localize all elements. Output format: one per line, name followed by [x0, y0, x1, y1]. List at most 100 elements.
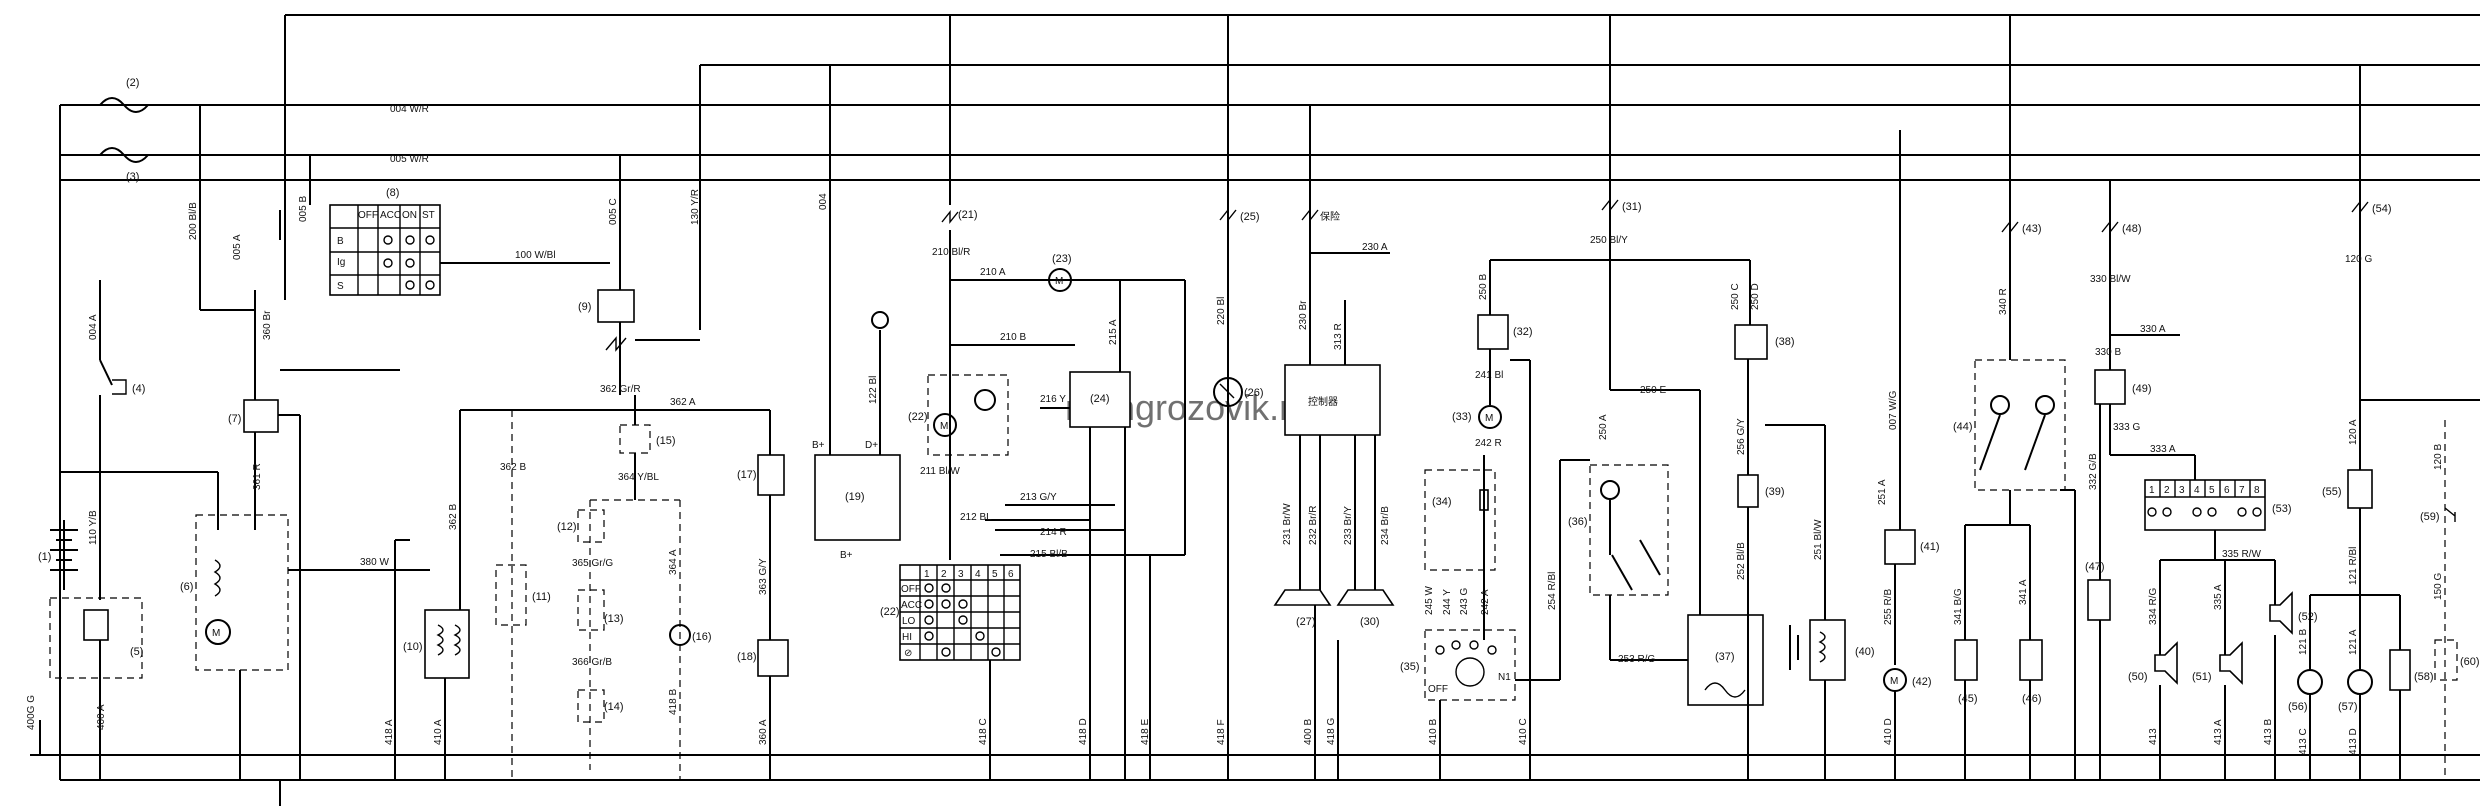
label-c13: (13) [604, 613, 624, 625]
wire-130: 130 Y/R [690, 189, 701, 225]
wsw-h6: 6 [1008, 569, 1014, 580]
wire-242a: 242 A [1480, 589, 1491, 615]
wire-231: 231 Br/W [1282, 503, 1293, 545]
label-c38: (38) [1775, 336, 1795, 348]
relay-9-section: 005 C (9) 130 Y/R 362 Gr/R 362 A 362 B 3… [384, 155, 789, 780]
wire-216: 216 Y [1040, 394, 1066, 405]
wire-413b: 413 B [2263, 719, 2274, 745]
ign-header-off: OFF [358, 210, 378, 221]
wire-334: 334 R/G [2148, 588, 2159, 625]
wire-005b: 005 B [298, 196, 309, 222]
wire-364a: 364 A [668, 549, 679, 575]
label-c18: (18) [737, 651, 757, 663]
wire-413a: 413 A [2213, 719, 2224, 745]
ign-header-st: ST [422, 210, 435, 221]
label-c41: (41) [1920, 541, 1940, 553]
label-c45: (45) [1958, 693, 1978, 705]
wire-362gr: 362 Gr/R [600, 384, 641, 395]
ign-row-b: B [337, 236, 344, 247]
label-c9: (9) [578, 301, 591, 313]
wire-410b: 410 B [1428, 719, 1439, 745]
wire-410d: 410 D [1883, 718, 1894, 745]
relay-38-section: 250 C 250 D (38) 256 G/Y (39) 252 Bl/B 2… [1730, 130, 1940, 780]
fuse-2 [99, 97, 149, 113]
wire-330a: 330 A [2140, 324, 2166, 335]
wire-335: 335 R/W [2222, 549, 2261, 560]
wsw-lo: LO [902, 616, 916, 627]
wire-230a: 230 A [1362, 242, 1388, 253]
wire-418g: 418 G [1326, 718, 1337, 745]
label-c48: (48) [2122, 223, 2142, 235]
wire-234: 234 Br/B [1380, 506, 1391, 545]
label-c47: (47) [2085, 561, 2105, 573]
svg-text:M: M [1890, 676, 1898, 687]
wire-418a: 418 A [384, 719, 395, 745]
label-c17: (17) [737, 469, 757, 481]
rb-t6: 6 [2224, 485, 2230, 496]
wire-252: 252 Bl/B [1736, 542, 1747, 580]
wire-250b: 250 B [1478, 274, 1489, 300]
label-c60: (60) [2460, 656, 2480, 668]
label-c58: (58) [2414, 671, 2434, 683]
label-c36: (36) [1568, 516, 1588, 528]
wire-242r: 242 R [1475, 438, 1502, 449]
wire-233: 233 Br/Y [1343, 506, 1354, 545]
label-c5: (5) [130, 646, 143, 658]
wire-256: 256 G/Y [1736, 418, 1747, 455]
wire-250d: 250 D [1750, 283, 1761, 310]
left-section: (1) (4) 004 A 110 Y/B (5) 400G G 400 A 2… [26, 105, 430, 780]
wire-100: 100 W/Bl [515, 250, 556, 261]
rb-t4: 4 [2194, 485, 2200, 496]
alt-bminus: B+ [840, 550, 853, 561]
wire-213: 213 G/Y [1020, 492, 1057, 503]
label-c32: (32) [1513, 326, 1533, 338]
label-c14: (14) [604, 701, 624, 713]
rb-t5: 5 [2209, 485, 2215, 496]
wire-121r: 121 R/Bl [2348, 547, 2359, 585]
horn-section: (48) 330 Bl/W 330 A 330 B (49) 333 G 333… [2085, 180, 2318, 780]
wsw-h4: 4 [975, 569, 981, 580]
wire-210: 210 Bl/R [932, 247, 970, 258]
rb-t7: 7 [2239, 485, 2245, 496]
label-c4: (4) [132, 383, 145, 395]
wire-120b: 120 B [2433, 444, 2444, 470]
label-c49: (49) [2132, 383, 2152, 395]
wire-313: 313 R [1333, 323, 1344, 350]
label-c7: (7) [228, 413, 241, 425]
alternator-section: 004 (19) B+ D+ B+ 122 Bl [812, 65, 901, 561]
wire-333a: 333 A [2150, 444, 2176, 455]
wire-004: 004 [818, 193, 829, 210]
svg-text:M: M [212, 628, 220, 639]
wire-243: 243 G [1459, 588, 1470, 615]
label-c51: (51) [2192, 671, 2212, 683]
wsw-off: OFF [901, 584, 921, 595]
wire-400b: 400 B [1303, 719, 1314, 745]
wire-215a: 215 A [1108, 319, 1119, 345]
label-c23: (23) [1052, 253, 1072, 265]
alt-bplus: B+ [812, 440, 825, 451]
wire-251w: 251 Bl/W [1813, 519, 1824, 560]
ground-rails [30, 720, 2480, 806]
wire-245: 245 W [1424, 586, 1435, 615]
svg-text:M: M [940, 421, 948, 432]
wire-232: 232 Br/R [1308, 506, 1319, 545]
label-c8: (8) [386, 187, 399, 199]
label-c50: (50) [2128, 671, 2148, 683]
label-c26: (26) [1244, 387, 1264, 399]
wire-364: 364 Y/BL [618, 472, 659, 483]
svg-text:M: M [1485, 413, 1493, 424]
wsw-h3: 3 [958, 569, 964, 580]
wire-212: 212 BL [960, 512, 992, 523]
wire-120a: 120 A [2348, 419, 2359, 445]
wire-255: 255 R/B [1883, 589, 1894, 625]
wire-418d: 418 D [1078, 718, 1089, 745]
controller-section: 保险 230 A 230 Br 313 R 控制器 231 Br/W 232 B… [1273, 105, 1395, 780]
wire-365: 365 Gr/G [572, 558, 613, 569]
wire-121a: 121 A [2348, 629, 2359, 655]
wsw-h1: 1 [924, 569, 930, 580]
wire-410c: 410 C [1518, 718, 1529, 745]
sw35-n1: N1 [1498, 672, 1511, 683]
fuse-3 [99, 147, 149, 163]
label-c55: (55) [2322, 486, 2342, 498]
wire-210b: 210 B [1000, 332, 1026, 343]
